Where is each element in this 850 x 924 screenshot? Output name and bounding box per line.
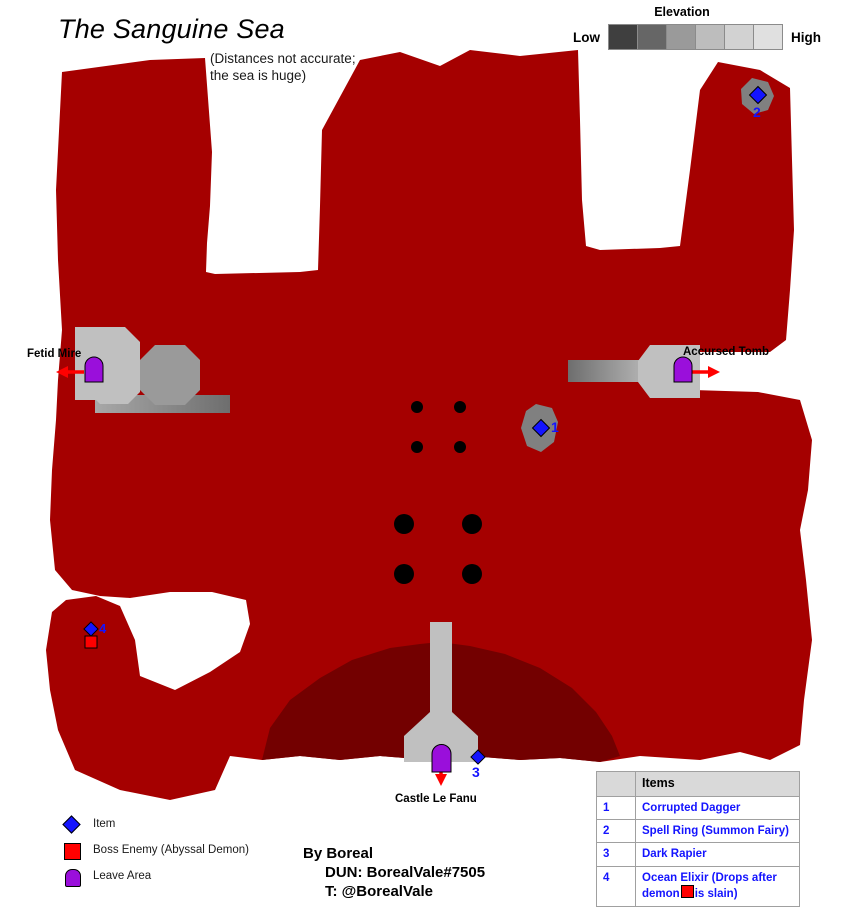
title-block: The Sanguine Sea (Distances not accurate… — [58, 14, 356, 83]
items-table-header-number — [596, 771, 636, 797]
item-marker-3[interactable] — [470, 749, 486, 765]
exit-arch-castle-le-fanu[interactable] — [431, 744, 452, 773]
exit-label-accursed-tomb: Accursed Tomb — [683, 346, 770, 358]
arrow-head-fetid-mire — [56, 366, 68, 378]
key-row-boss: Boss Enemy (Abyssal Demon) — [62, 842, 272, 860]
map-subtitle-line-1: (Distances not accurate; — [210, 51, 356, 66]
castle-causeway — [404, 622, 478, 762]
item-marker-1[interactable] — [531, 418, 551, 438]
rock-marker-4 — [454, 441, 466, 453]
elevation-low-label: Low — [573, 29, 600, 45]
exit-label-castle-le-fanu: Castle Le Fanu — [395, 793, 477, 805]
causeway-stem — [430, 622, 452, 734]
rock-marker-6 — [462, 514, 482, 534]
arrow-head-accursed-tomb — [708, 366, 720, 378]
marker-number-1: 1 — [551, 419, 559, 435]
rock-marker-8 — [462, 564, 482, 584]
rock-marker-1 — [411, 401, 423, 413]
page-title: The Sanguine Sea — [58, 14, 285, 44]
exit-label-fetid-mire: Fetid Mire — [27, 348, 82, 360]
item-marker-4[interactable] — [83, 621, 99, 637]
map-key: Item Boss Enemy (Abyssal Demon) Leave Ar… — [62, 815, 272, 894]
marker-number-4: 4 — [99, 621, 107, 636]
rock-layer — [394, 401, 482, 584]
item-row-name: Corrupted Dagger — [635, 795, 800, 821]
marker-number-2: 2 — [753, 104, 761, 120]
key-row-leave-area: Leave Area — [62, 868, 272, 887]
west-island-b — [140, 345, 200, 405]
rock-marker-2 — [454, 401, 466, 413]
elevation-legend: Elevation Low High — [556, 5, 846, 50]
boss-square-icon — [680, 885, 694, 899]
elevation-legend-title: Elevation — [654, 5, 710, 19]
item-row-number: 1 — [596, 795, 636, 821]
key-label-item: Item — [93, 818, 116, 830]
key-label-leave-area: Leave Area — [93, 870, 152, 882]
item-row-name: Dark Rapier — [635, 842, 800, 867]
sea-landmass — [46, 50, 812, 800]
item-row-number: 3 — [596, 842, 636, 867]
credits-block: By Boreal DUN: BorealVale#7505 T: @Borea… — [303, 845, 485, 900]
east-bridge — [568, 360, 658, 382]
map-subtitle: (Distances not accurate; the sea is huge… — [210, 50, 356, 85]
causeway-base — [404, 712, 478, 762]
items-table-header-row: Items — [596, 771, 800, 797]
rock-marker-7 — [394, 564, 414, 584]
credits-author: By Boreal — [303, 845, 374, 862]
item-marker-2[interactable] — [748, 85, 768, 105]
elevation-legend-row: Low High — [556, 24, 846, 50]
rock-marker-3 — [411, 441, 423, 453]
exit-arch-accursed-tomb[interactable] — [673, 356, 693, 383]
sea-shape — [46, 50, 812, 800]
elevation-high-label: High — [791, 29, 821, 45]
elevation-swatch-3 — [667, 25, 696, 49]
elevation-gradient-bar — [608, 24, 783, 50]
boss-marker-abyssal-demon[interactable] — [84, 635, 98, 649]
item-row-number: 4 — [596, 865, 636, 907]
marker-number-3: 3 — [472, 764, 480, 780]
arrow-head-castle — [435, 774, 447, 786]
item-row-name: Spell Ring (Summon Fairy) — [635, 818, 800, 844]
credits-twitter: T: @BorealVale — [325, 883, 434, 900]
markers-layer — [83, 85, 768, 765]
item-row-number: 2 — [596, 818, 636, 844]
boss-square-icon — [62, 842, 84, 860]
item-diamond-icon — [62, 815, 84, 834]
elevation-swatch-1 — [609, 25, 638, 49]
leave-area-arch-icon — [62, 868, 84, 887]
elevation-swatch-4 — [696, 25, 725, 49]
key-row-item: Item — [62, 815, 272, 834]
items-table-header-items: Items — [635, 771, 800, 797]
map-subtitle-line-2: the sea is huge) — [210, 68, 307, 84]
exit-arches — [84, 356, 693, 773]
credits-discord: DUN: BorealVale#7505 — [325, 864, 486, 881]
elevation-swatch-5 — [725, 25, 754, 49]
key-label-boss: Boss Enemy (Abyssal Demon) — [93, 844, 249, 856]
elevation-swatch-2 — [638, 25, 667, 49]
rock-marker-5 — [394, 514, 414, 534]
elevation-swatch-6 — [754, 25, 782, 49]
exit-arch-fetid-mire[interactable] — [84, 356, 104, 383]
